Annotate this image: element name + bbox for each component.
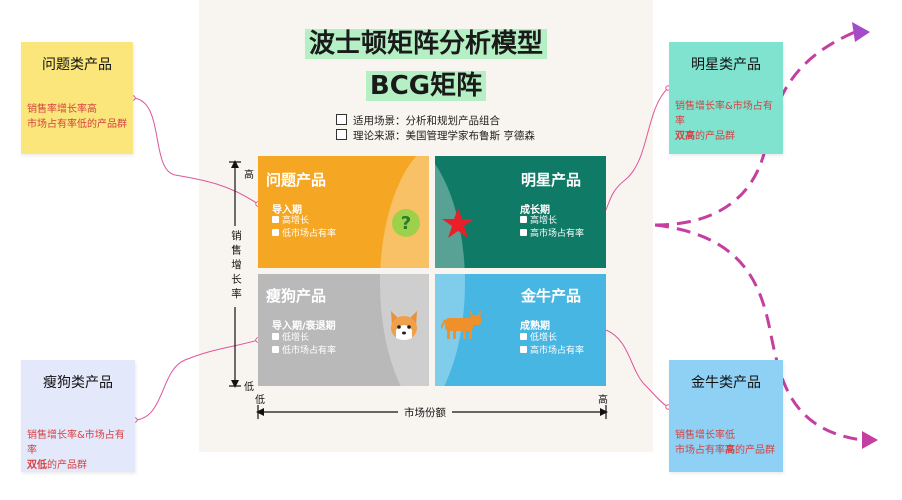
checkbox-icon [272, 346, 279, 353]
x-axis-high: 高 [598, 395, 608, 406]
quadrant-title: 明星产品 [521, 171, 582, 189]
note-question: 问题类产品 销售率增长率高 市场占有率低的产品群 [21, 42, 133, 154]
note-desc: 销售增长率&市场占有率 双高的产品群 [675, 101, 773, 142]
checkbox-icon [520, 229, 527, 236]
check-item: 低市场占有率 [272, 228, 336, 241]
quadrant-title: 问题产品 [266, 171, 327, 189]
note-title: 问题类产品 [42, 57, 112, 73]
quadrant-stage: 导入期 [272, 205, 302, 216]
question-icon: ? [392, 209, 420, 237]
dashed-flow-to-bottom [654, 223, 863, 442]
arrow-head-icon [862, 431, 878, 449]
quadrant-cow: 金牛产品 成熟期 低增长 高市场占有率 [435, 274, 606, 386]
check-item: 高增长 [520, 215, 557, 228]
quadrant-title: 瘦狗产品 [266, 287, 327, 305]
arrow-head-icon [852, 22, 870, 42]
note-desc: 销售率增长率高 市场占有率低的产品群 [27, 104, 127, 130]
note-star: 明星类产品 销售增长率&市场占有率 双高的产品群 [669, 42, 783, 154]
check-item: 低增长 [272, 332, 309, 345]
connector-dog [134, 339, 259, 421]
quadrant-stage: 导入期/衰退期 [272, 321, 336, 332]
info-scenario-text: 适用场景：分析和规划产品组合 [353, 115, 500, 127]
note-cow: 金牛类产品 销售增长率低 市场占有率高的产品群 [669, 360, 783, 472]
checkbox-icon [272, 229, 279, 236]
svg-text:?: ? [401, 213, 411, 234]
quadrant-star: 明星产品 成长期 高增长 高市场占有率 [435, 156, 606, 268]
main-title: 波士顿矩阵分析模型 [199, 26, 653, 62]
info-scenario: 适用场景：分析和规划产品组合 [336, 114, 500, 128]
quadrant-title: 金牛产品 [521, 287, 582, 305]
check-item: 低市场占有率 [272, 345, 336, 358]
note-title: 瘦狗类产品 [43, 375, 113, 391]
quadrant-dog: 瘦狗产品 导入期/衰退期 低增长 低市场占有率 [258, 274, 429, 386]
star-icon [442, 208, 474, 238]
x-axis-label: 市场份额 [398, 405, 452, 420]
check-item: 高市场占有率 [520, 228, 584, 241]
checkbox-icon [520, 333, 527, 340]
checkbox-icon [520, 346, 527, 353]
note-title: 明星类产品 [691, 57, 761, 73]
connector-cow [605, 329, 669, 408]
checkbox-icon [520, 216, 527, 223]
connector-question [132, 97, 259, 205]
sub-title: BCG矩阵 [199, 68, 653, 104]
note-desc: 销售增长率&市场占有率 双低的产品群 [27, 430, 125, 471]
y-axis-label: 销售增长率 [226, 226, 244, 307]
info-source: 理论来源：美国管理学家布鲁斯 亨德森 [336, 129, 535, 143]
info-source-text: 理论来源：美国管理学家布鲁斯 亨德森 [353, 130, 535, 142]
quadrant-question: 问题产品 导入期 高增长 低市场占有率 ? [258, 156, 429, 268]
y-axis-low: 低 [244, 382, 254, 393]
check-item: 高市场占有率 [520, 345, 584, 358]
quadrant-stage: 成长期 [520, 205, 550, 216]
note-title: 金牛类产品 [691, 375, 761, 391]
note-desc: 销售增长率低 市场占有率高的产品群 [675, 430, 775, 456]
check-item: 高增长 [272, 215, 309, 228]
quadrant-stage: 成熟期 [520, 321, 550, 332]
y-axis-high: 高 [244, 170, 254, 181]
check-item: 低增长 [520, 332, 557, 345]
cow-icon [441, 310, 482, 339]
x-axis-low: 低 [255, 395, 265, 406]
connector-star [605, 87, 669, 211]
checkbox-icon [336, 129, 347, 140]
note-dog: 瘦狗类产品 销售增长率&市场占有率 双低的产品群 [21, 360, 135, 472]
dog-icon [391, 311, 417, 340]
main-title-text: 波士顿矩阵分析模型 [304, 29, 547, 59]
checkbox-icon [272, 333, 279, 340]
sub-title-text: BCG矩阵 [365, 71, 487, 101]
checkbox-icon [336, 114, 347, 125]
checkbox-icon [272, 216, 279, 223]
